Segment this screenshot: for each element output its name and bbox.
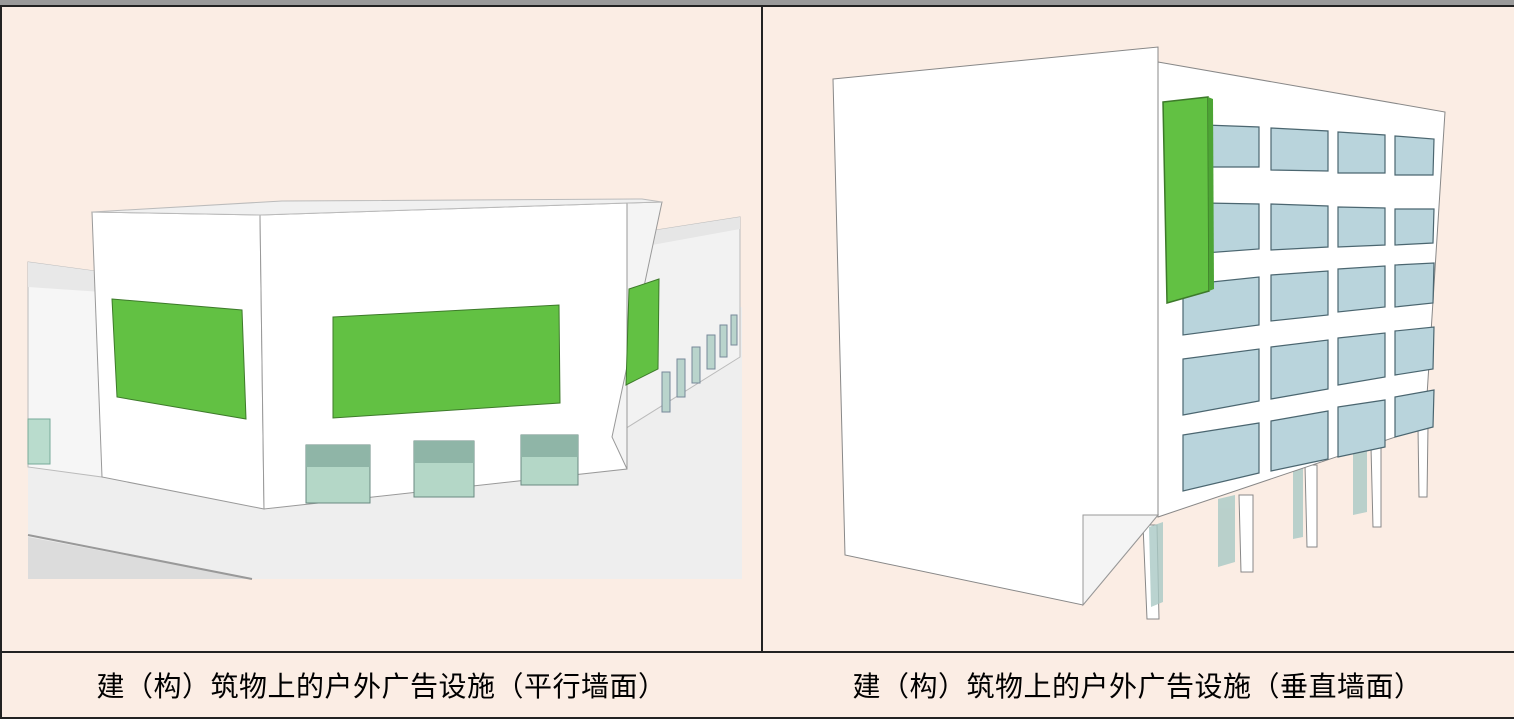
left-caption-cell: 建（构）筑物上的户外广告设施（平行墙面） xyxy=(0,651,763,719)
parallel-wall-illustration xyxy=(27,47,742,580)
left-image-cell xyxy=(0,7,763,651)
right-image-cell xyxy=(763,7,1514,651)
top-border xyxy=(0,0,1514,7)
billboard-front-face xyxy=(332,304,561,419)
left-caption: 建（构）筑物上的户外广告设施（平行墙面） xyxy=(96,670,667,703)
billboard-left-face xyxy=(111,298,247,420)
right-caption: 建（构）筑物上的户外广告设施（垂直墙面） xyxy=(852,670,1423,703)
billboard-side-face xyxy=(625,278,660,386)
ground-glass xyxy=(1149,448,1367,607)
right-building-windows xyxy=(661,314,738,413)
perpendicular-wall-illustration xyxy=(832,46,1446,620)
billboard-perpendicular xyxy=(1162,96,1210,304)
right-caption-cell: 建（构）筑物上的户外广告设施（垂直墙面） xyxy=(761,651,1514,719)
